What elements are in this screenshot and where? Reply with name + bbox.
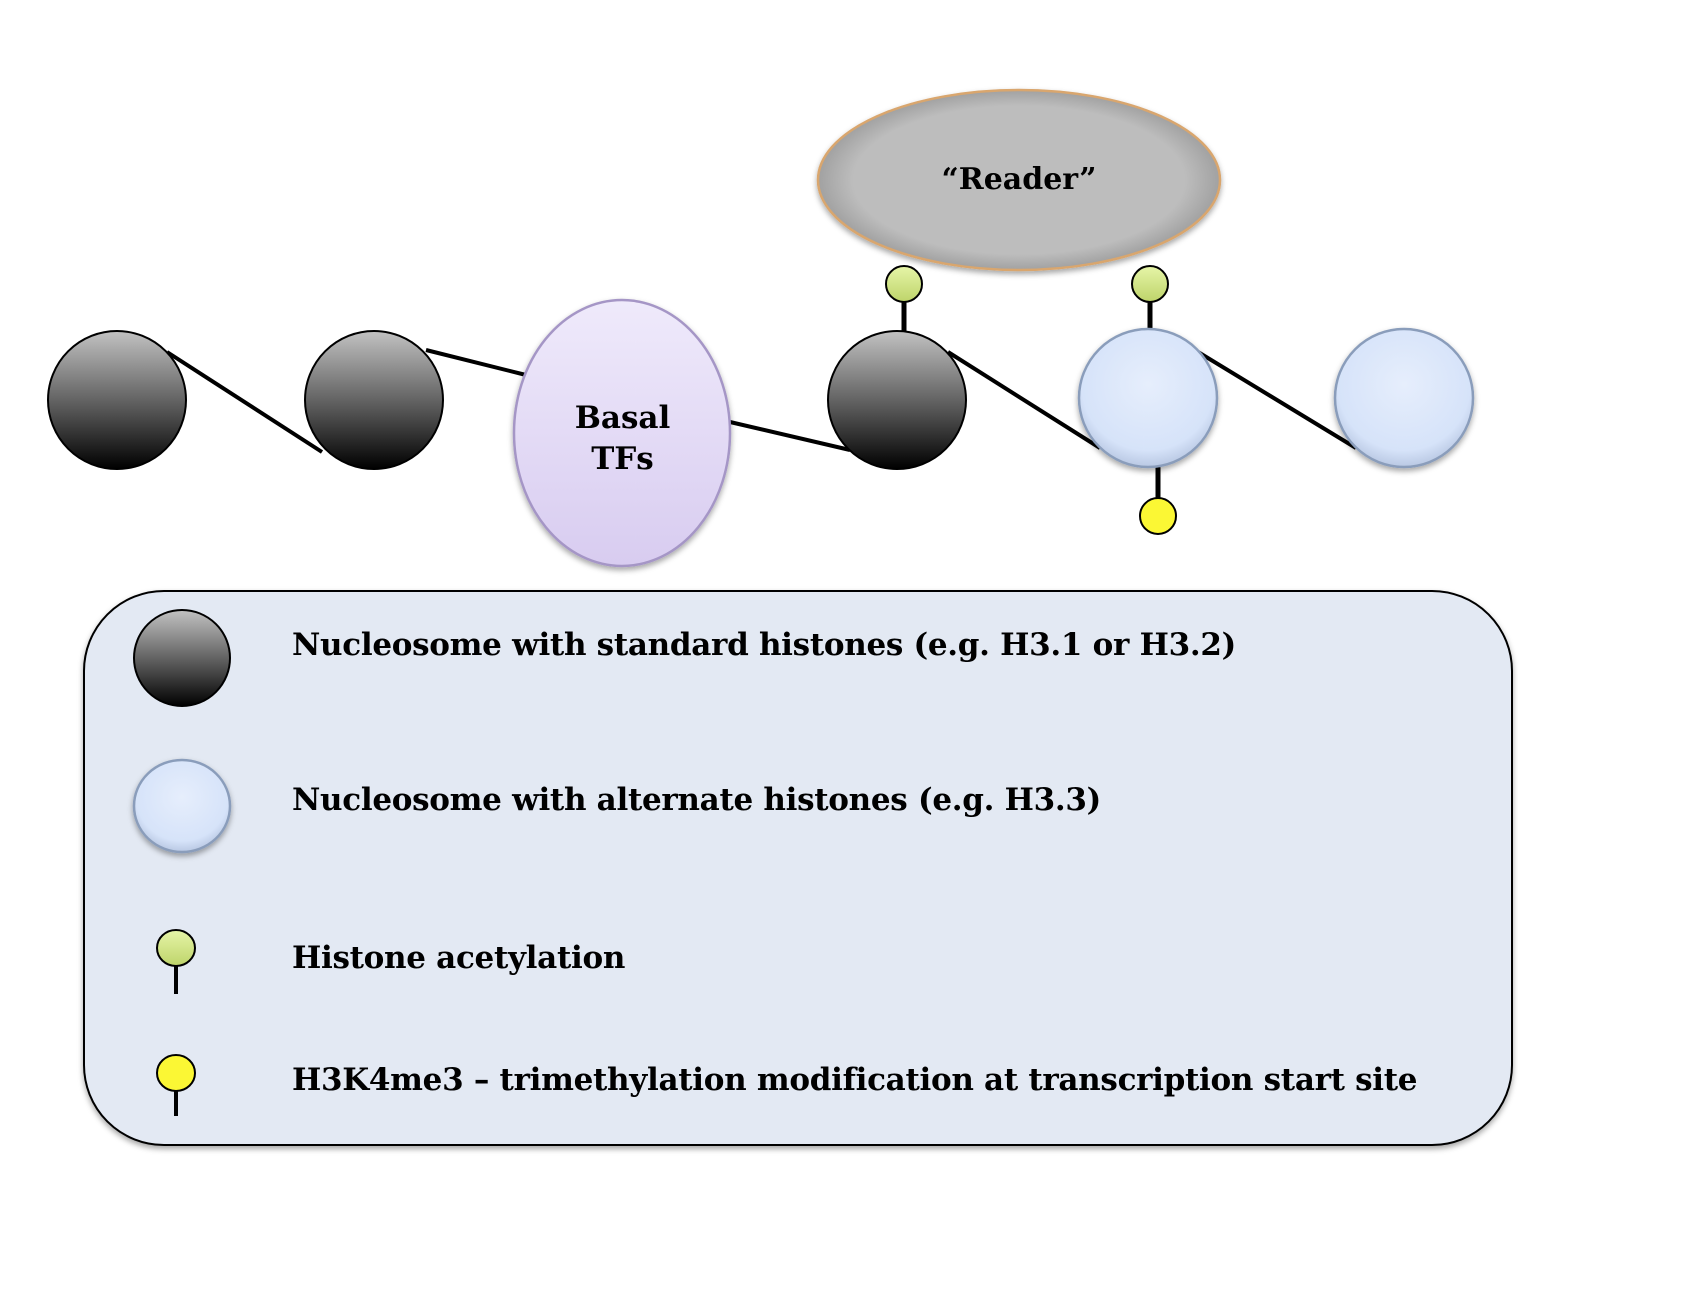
nucleosome-alternate-5 [1333,327,1475,469]
basal-tfs-label: Basal TFs [515,398,730,480]
legend-label-alternate: Nucleosome with alternate histones (e.g.… [292,782,1101,818]
reader-protein [816,88,1222,272]
legend-label-acetylation: Histone acetylation [292,940,626,976]
legend-h3k4me3-icon [156,1054,196,1116]
nucleosome-alternate-4 [1077,327,1219,469]
linker-2 [425,348,527,377]
nucleosome-standard-2 [304,330,444,470]
nucleosome-standard-1 [47,330,187,470]
legend-label-standard: Nucleosome with standard histones (e.g. … [292,627,1236,663]
linker-1 [165,350,324,454]
h3k4me3-mark-n4 [1139,497,1177,535]
linker-3 [729,420,851,452]
nucleosome-standard-3 [827,330,967,470]
linker-4 [946,350,1102,450]
legend-alternate-nucleosome-icon [132,758,232,854]
legend-acetylation-icon [156,929,196,994]
acetylation-mark-n3 [885,265,923,303]
basal-tfs-label-line2: TFs [591,441,654,477]
linker-5 [1196,350,1358,450]
reader-label: “Reader” [941,162,1097,197]
basal-tfs [512,298,732,568]
basal-tfs-label-line1: Basal [574,400,671,436]
legend-standard-nucleosome-icon [133,609,231,707]
acetylation-mark-n4 [1131,265,1169,303]
legend-label-h3k4me3: H3K4me3 – trimethylation modification at… [292,1062,1418,1098]
linker-dna [165,348,1358,454]
legend-box [83,590,1513,1146]
